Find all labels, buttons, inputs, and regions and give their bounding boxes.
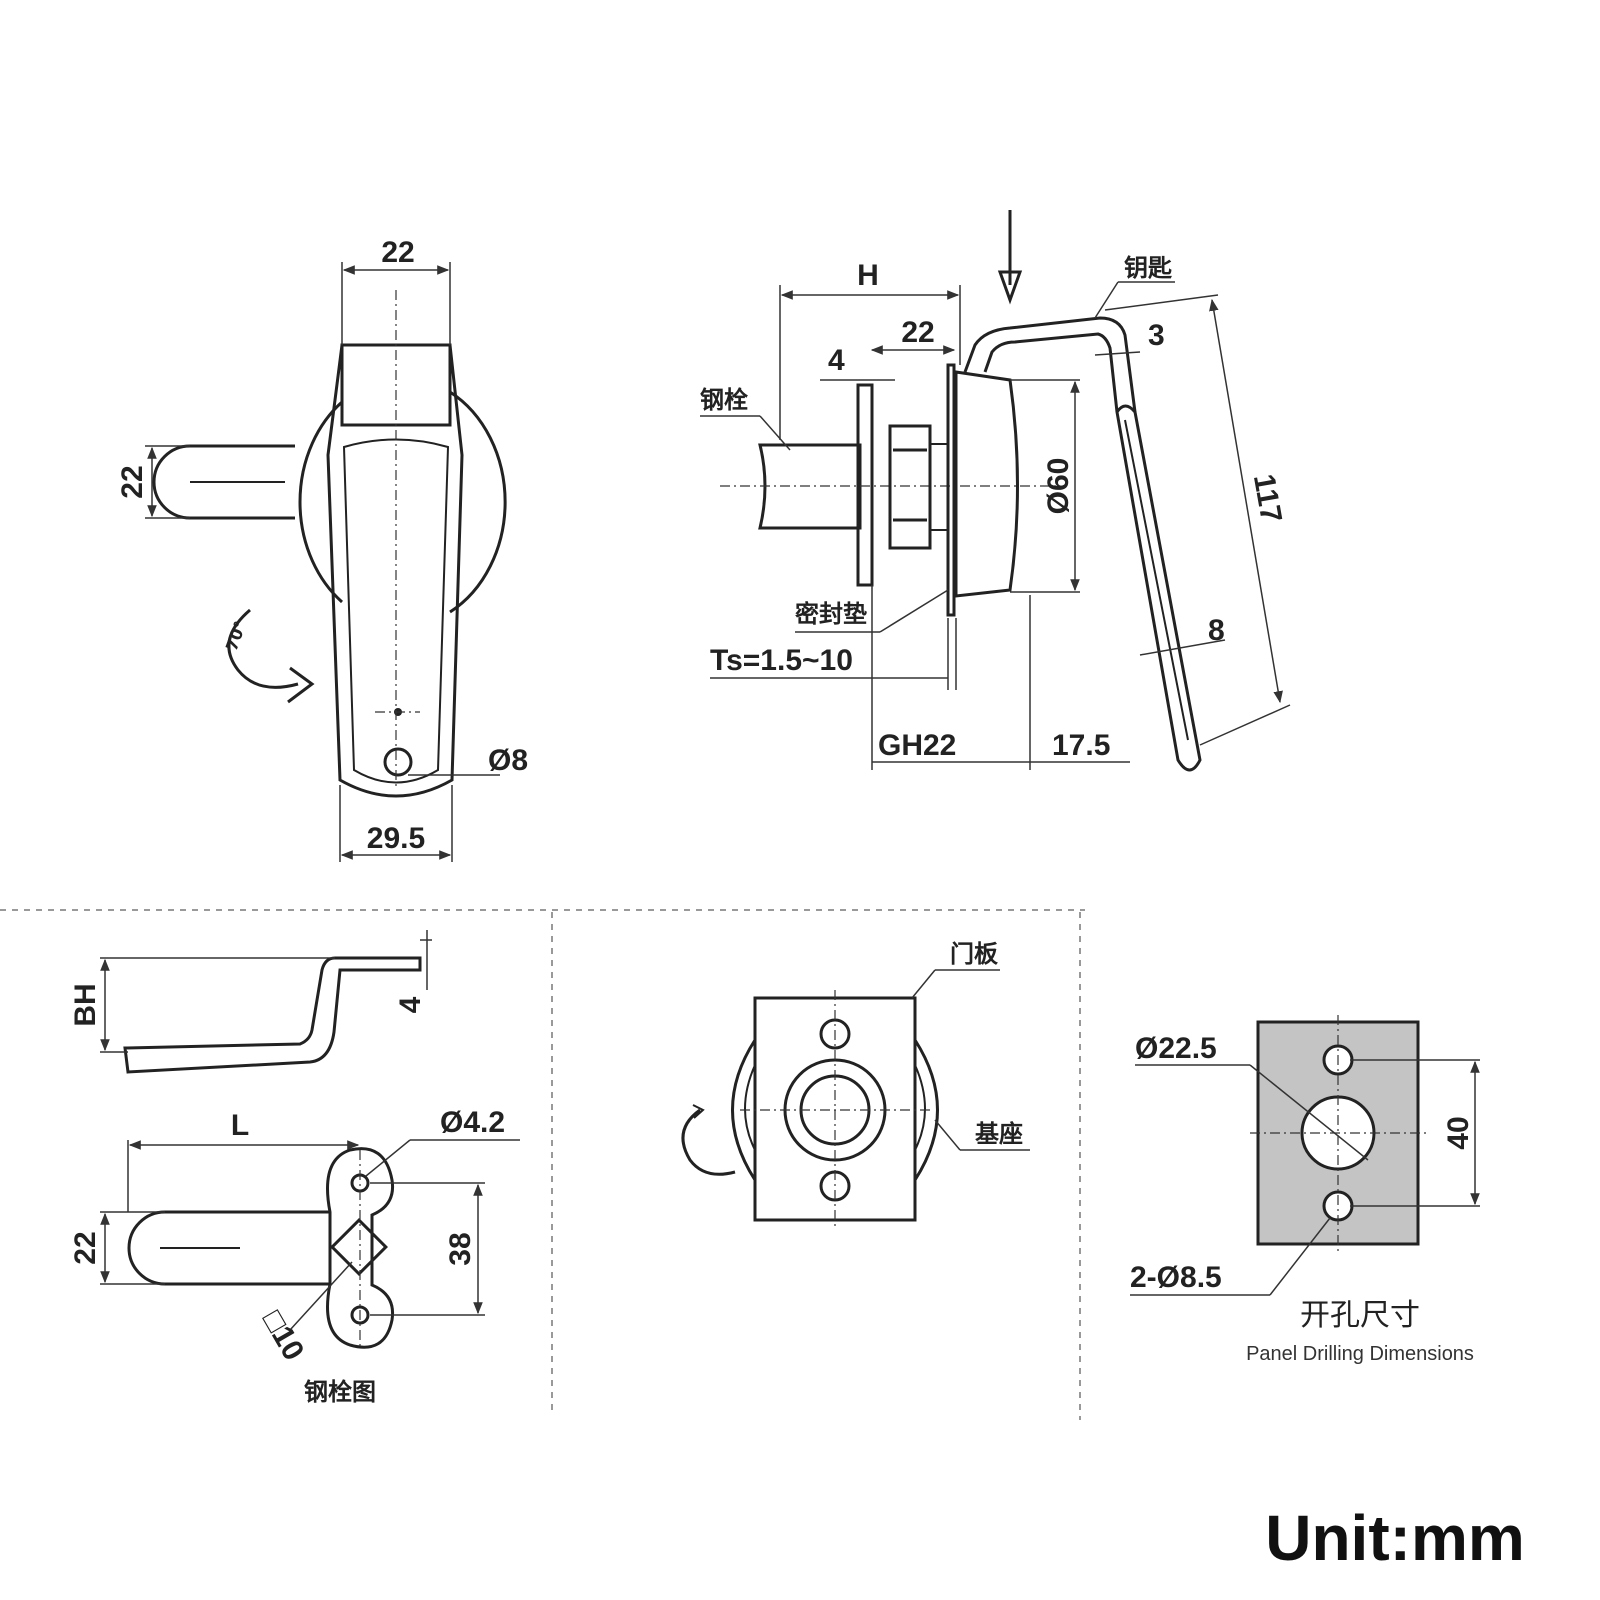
leader-line: [289, 1261, 353, 1331]
dim-center-hole: Ø22.5: [1135, 1032, 1217, 1065]
handle-lever: [1115, 404, 1202, 772]
base-right-arc: [913, 1039, 939, 1181]
leader-line: [759, 415, 791, 451]
handle-arm-inner: [983, 332, 1119, 413]
front-view: 22 22 Ø8 29.5 70°: [116, 236, 528, 862]
drilling-caption-cn: 开孔尺寸: [1300, 1298, 1420, 1333]
rear-view: 门板 基座: [681, 940, 1030, 1228]
bolt-caption: 钢栓图: [304, 1378, 376, 1406]
dim-diameter: Ø60: [1042, 458, 1075, 515]
dim-40: 40: [1442, 1116, 1475, 1149]
side-base: [954, 370, 1019, 598]
rotation-arrow-head: [287, 666, 315, 704]
bolt-plate: [856, 383, 874, 587]
dim-bolt-width: 22: [116, 465, 149, 498]
label-base: 基座: [975, 1120, 1023, 1148]
dim-GH: GH22: [878, 729, 956, 762]
nut: [888, 424, 932, 550]
key-hole: [383, 747, 413, 777]
label-door-panel: 门板: [950, 940, 999, 968]
bolt-plate-top: [326, 1147, 395, 1349]
dim-holes: 2-Ø8.5: [1130, 1261, 1222, 1294]
handle-outer: [326, 344, 464, 798]
dim-22: 22: [901, 316, 934, 349]
ext-line: [1104, 294, 1219, 311]
leader-line: [1094, 281, 1119, 319]
leader-line: [1269, 1217, 1331, 1296]
dim-17-5: 17.5: [1052, 729, 1110, 762]
dim-top-width: 22: [381, 236, 414, 269]
leader-line: [934, 1119, 961, 1151]
bolt-profile: [123, 956, 422, 1074]
bolt-bar: [127, 1210, 330, 1286]
leader-line: [911, 969, 936, 999]
dim-L: L: [231, 1109, 249, 1142]
dim-4: 4: [394, 996, 427, 1013]
dim-H: H: [857, 259, 879, 292]
mount-hole-bottom: [350, 1305, 370, 1325]
dim-3: 3: [1148, 319, 1165, 352]
label-gasket: 密封垫: [795, 600, 867, 628]
dim-38: 38: [444, 1232, 477, 1265]
press-arrow-icon: [997, 270, 1023, 305]
leader-line: [1249, 1064, 1369, 1161]
panel-gasket: [946, 363, 956, 617]
base-plate-right-arc: [449, 390, 507, 614]
threaded-body: [929, 443, 949, 531]
square-hole: [330, 1218, 388, 1276]
dim-line: [1139, 639, 1226, 656]
base-left-arc: [731, 1039, 757, 1181]
ext-line: [1199, 704, 1291, 746]
base-inner-arcs: [744, 1064, 926, 1151]
bolt-drawing: BH 4 L Ø4.2 22 38 □10 钢栓图: [69, 930, 520, 1406]
dim-length: 117: [1247, 472, 1288, 525]
side-bolt: [758, 443, 862, 530]
drilling-caption-en: Panel Drilling Dimensions: [1246, 1343, 1474, 1365]
dim-square: □10: [256, 1305, 310, 1366]
rotation-arrow-head: [692, 1104, 705, 1119]
handle-lever-center: [1124, 419, 1189, 741]
leader-line: [365, 1139, 411, 1177]
label-bolt: 钢栓: [700, 386, 748, 414]
leader-line: [879, 589, 949, 633]
dim-22: 22: [69, 1231, 102, 1264]
label-key: 钥匙: [1124, 254, 1173, 282]
side-view: H 22 4 3 Ø60 117 8 Ts=1.5~10 GH22 17: [700, 210, 1291, 772]
dim-8: 8: [1208, 614, 1225, 647]
base-plate-left-arc: [298, 400, 344, 604]
unit-label: Unit:mm: [1265, 1502, 1525, 1574]
dim-Ts: Ts=1.5~10: [710, 644, 853, 677]
rotation-arrow-icon: [227, 608, 299, 689]
drilling-view: Ø22.5 40 2-Ø8.5 开孔尺寸 Panel Drilling Dime…: [1130, 1015, 1480, 1365]
dim-line: [1094, 351, 1141, 356]
rotation-arrow-icon: [681, 1108, 736, 1176]
rotation-angle: 70°: [222, 618, 250, 653]
handle-inner: [342, 438, 450, 784]
handle-arm-top: [963, 316, 1137, 413]
dim-line: [1209, 298, 1283, 704]
dim-hole: Ø8: [488, 744, 528, 777]
dim-hole: Ø4.2: [440, 1106, 505, 1139]
dim-bottom-width: 29.5: [367, 822, 425, 855]
dim-BH: BH: [69, 983, 102, 1026]
dim-4: 4: [828, 344, 845, 377]
